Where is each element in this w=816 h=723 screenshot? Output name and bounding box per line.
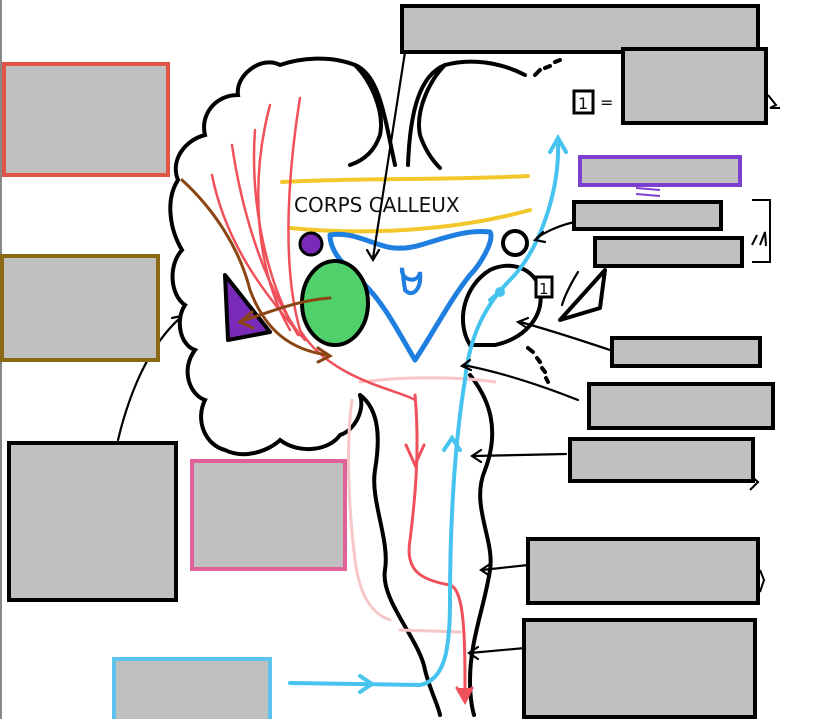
brainstem-left-outline	[358, 393, 442, 717]
sulcus-right	[417, 63, 447, 170]
brain-outline	[168, 56, 397, 457]
dotted-right	[526, 346, 550, 384]
pale-pink-tract	[347, 376, 497, 634]
corpus-callosum-top	[280, 174, 530, 184]
right-ventricle-outline	[460, 263, 543, 347]
ventricle-marker-box	[534, 275, 554, 299]
sulcus-left	[348, 63, 383, 167]
label-box-lightblue	[112, 657, 272, 719]
corps-calleux-label: CORPS CALLEUX	[294, 193, 460, 217]
label-box-bottom-right	[522, 618, 757, 719]
legend-trailing-scribble	[767, 94, 780, 109]
ventricle-marker-1: 1	[539, 280, 549, 298]
third-ventricle	[399, 267, 423, 296]
label-box-pons	[568, 437, 755, 483]
right-triangle	[558, 268, 607, 322]
label-box-choroid	[572, 200, 723, 231]
bracket-scribble	[751, 231, 767, 247]
csf-dot	[495, 287, 505, 297]
label-box-olive	[0, 254, 160, 362]
lentiform-nucleus	[223, 273, 272, 342]
csf-flow	[288, 133, 568, 694]
label-box-medulla	[526, 537, 760, 605]
label-box-purple	[578, 155, 742, 187]
label-box-red	[2, 62, 170, 177]
label-box-mid-right	[610, 336, 762, 368]
brown-tract	[180, 178, 333, 364]
label-box-legend	[621, 47, 768, 125]
label-box-aqueduct	[587, 382, 775, 430]
legend-marker-1: 1	[578, 94, 588, 113]
legend-marker-box	[572, 89, 595, 115]
label-box-bracket	[593, 236, 744, 268]
pointer-arrows	[116, 50, 612, 661]
small-circle-right	[501, 229, 529, 257]
purple-mark	[635, 187, 661, 197]
legend-equals: =	[600, 93, 613, 112]
thalamus	[300, 259, 370, 347]
label-box-pink	[190, 459, 347, 571]
label-box-left-bottom	[7, 441, 178, 602]
dotted-continuation-top	[533, 58, 562, 77]
caudate-nucleus	[298, 231, 324, 257]
right-bracket	[752, 199, 771, 263]
corpus-callosum-bottom	[288, 208, 532, 234]
descending-tracts	[210, 96, 474, 706]
brainstem-right-outline	[467, 373, 495, 717]
label-box-top	[400, 4, 760, 54]
